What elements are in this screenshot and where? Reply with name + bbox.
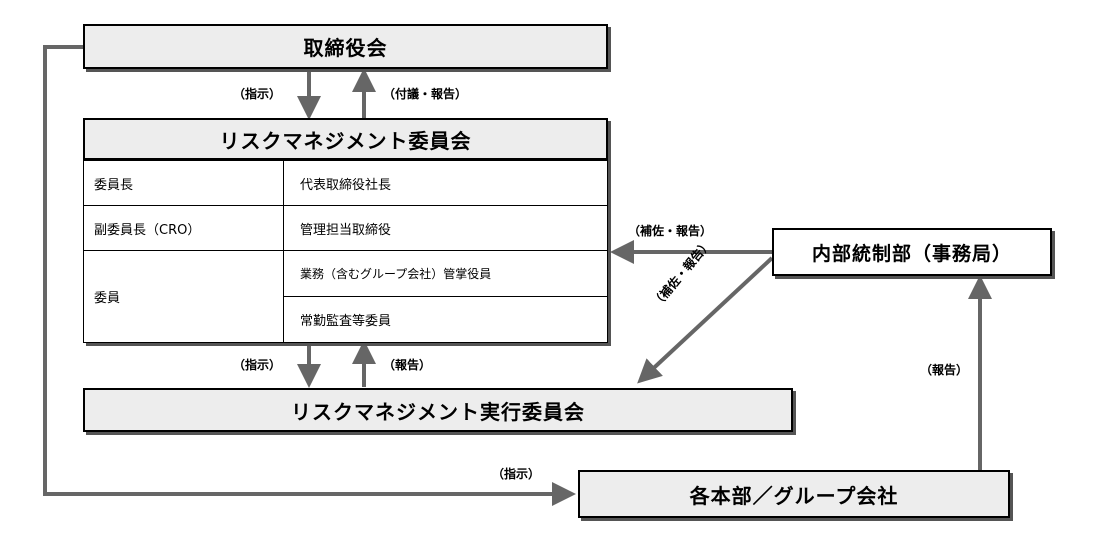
label-exec-report: （報告） (383, 358, 432, 372)
label-assist-report: （補佐・報告） (628, 224, 713, 238)
role-cell-chair: 委員長 (83, 160, 284, 206)
role-cell-members: 委員 (83, 250, 284, 343)
role-cell-vice-chair: 副委員長（CRO） (83, 205, 284, 251)
label-board-instruction: （指示） (233, 87, 282, 101)
arrow-board-to-divisions (43, 45, 576, 506)
label-divisions-report: （報告） (920, 363, 969, 377)
divisions-box: 各本部／グループ会社 (578, 470, 1010, 518)
exec-committee-label: リスクマネジメント実行委員会 (291, 399, 585, 424)
internal-control-box: 内部統制部（事務局） (772, 228, 1052, 276)
member-cell-audit: 常勤監査等委員 (283, 296, 608, 343)
exec-committee-box: リスクマネジメント実行委員会 (83, 388, 793, 432)
board-label: 取締役会 (303, 36, 388, 60)
risk-management-committee: リスクマネジメント委員会 委員長 代表取締役社長 副委員長（CRO） 管理担当取… (83, 118, 608, 343)
member-cell-chair: 代表取締役社長 (283, 160, 608, 206)
arrow-internal-to-exec (637, 256, 774, 384)
board-box: 取締役会 (83, 24, 608, 69)
committee-title: リスクマネジメント委員会 (83, 118, 608, 160)
member-cell-vice-chair: 管理担当取締役 (283, 205, 608, 251)
internal-control-label: 内部統制部（事務局） (811, 242, 1012, 265)
label-board-report: （付議・報告） (383, 87, 468, 101)
label-exec-instruction: （指示） (233, 358, 282, 372)
member-cell-executives: 業務（含むグループ会社）管掌役員 (283, 250, 608, 297)
divisions-label: 各本部／グループ会社 (689, 483, 899, 508)
label-divisions-instruction: （指示） (492, 467, 541, 481)
